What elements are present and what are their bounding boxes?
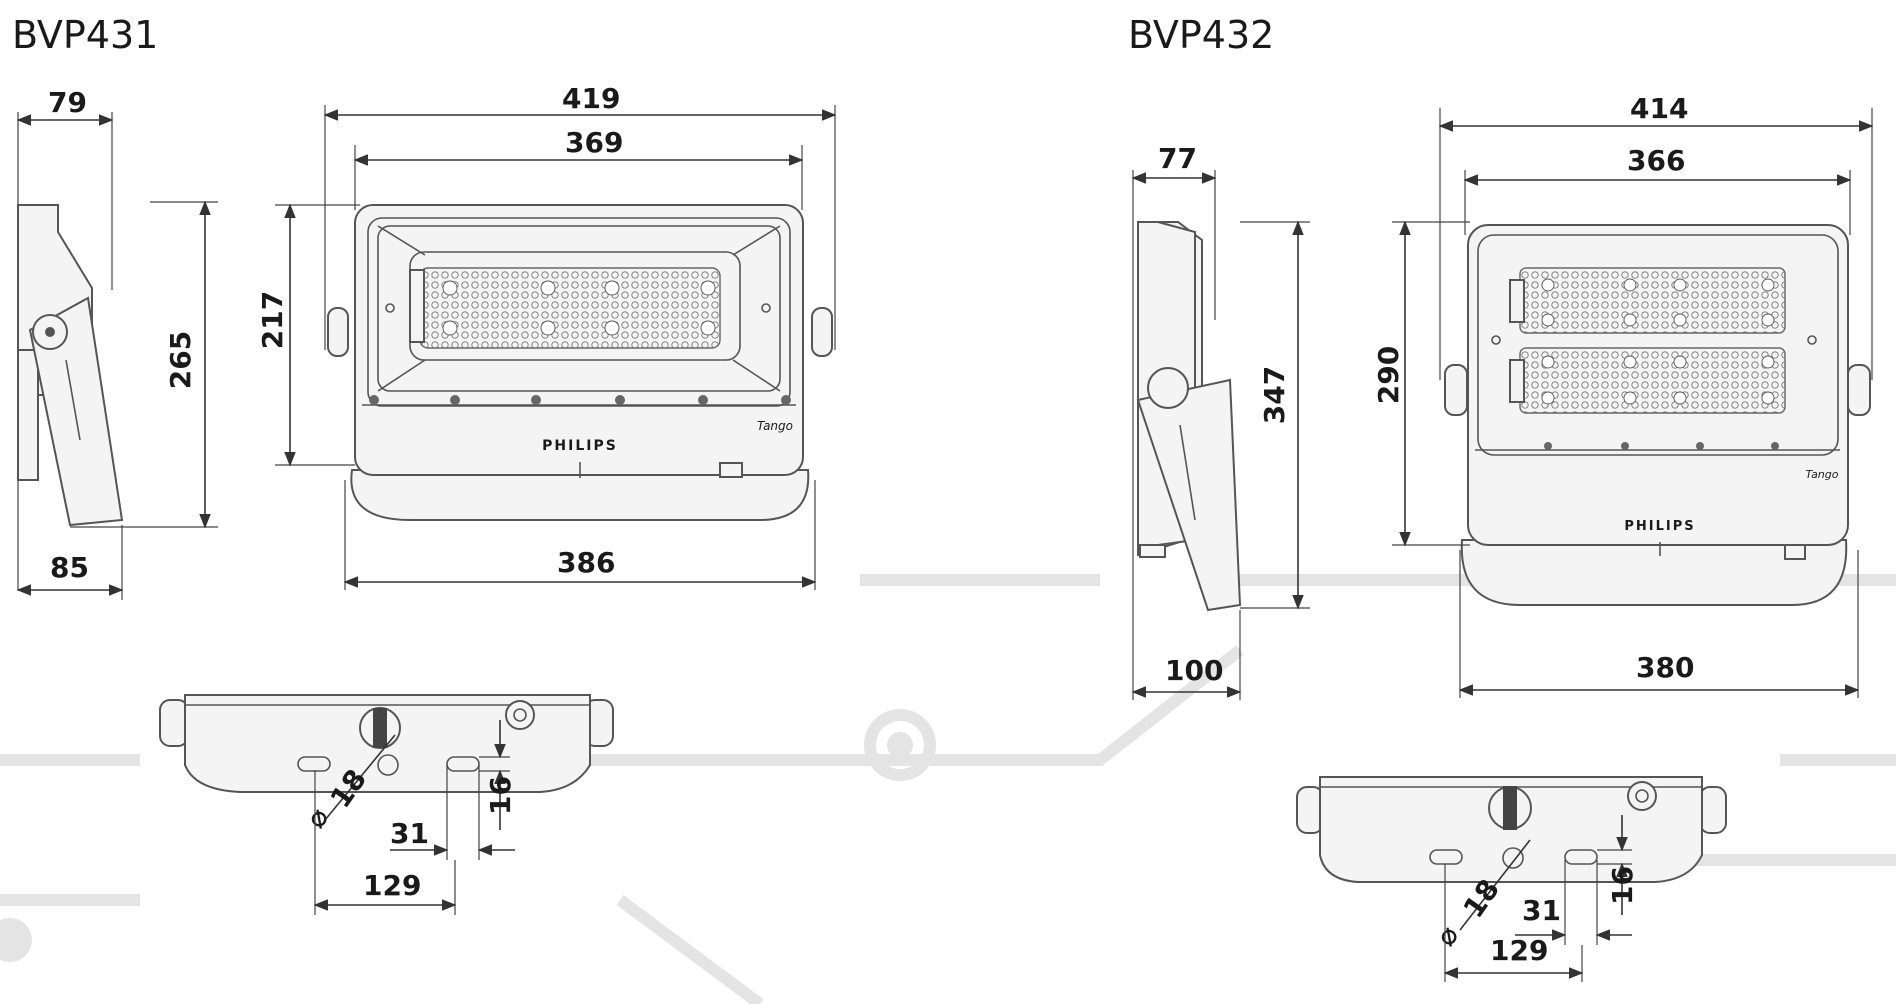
bvp431-drawing: BVP431 79 265 85 419 <box>12 13 837 915</box>
bvp431-bottom-width: 386 <box>557 546 615 579</box>
bvp432-hole-diameter-symbol: ⌀ <box>1429 919 1466 952</box>
bvp431-side-bottom-depth: 85 <box>50 551 89 584</box>
bvp432-bottom-view: ⌀ 18 31 16 129 <box>1296 776 1727 982</box>
bvp431-slot-width: 31 <box>390 817 429 850</box>
bvp432-side-top-depth: 77 <box>1158 142 1197 175</box>
bvp432-drawing: BVP432 77 347 100 414 <box>1128 13 1874 982</box>
bvp432-hole-spacing: 129 <box>1490 934 1548 967</box>
bvp432-brand-label: PHILIPS <box>1624 519 1695 534</box>
bvp431-side-top-depth: 79 <box>48 86 87 119</box>
bvp432-inner-width: 366 <box>1627 144 1685 177</box>
bvp432-side-bottom-depth: 100 <box>1165 654 1223 687</box>
bvp432-slot-width: 31 <box>1522 894 1561 927</box>
bvp432-side-view: 77 347 100 <box>1131 142 1310 700</box>
bvp431-inner-width: 369 <box>565 126 623 159</box>
bvp432-front-view: 414 366 PHILIPS <box>1372 92 1874 698</box>
bvp431-front-height: 217 <box>256 291 289 349</box>
bvp431-hole-diameter-symbol: ⌀ <box>299 801 336 834</box>
bvp431-bottom-view: ⌀ 18 31 16 129 <box>159 694 614 915</box>
bvp431-side-height: 265 <box>164 331 197 389</box>
bvp431-model-label: Tango <box>757 419 793 433</box>
bvp431-slot-height: 16 <box>484 776 517 815</box>
background-circuit-traces <box>0 574 1896 1004</box>
bvp432-overall-width: 414 <box>1630 92 1688 125</box>
bvp432-side-height: 347 <box>1258 366 1291 424</box>
bvp431-front-view: 419 369 PHILIPS Tan <box>256 82 837 590</box>
bvp431-overall-width: 419 <box>562 82 620 115</box>
bvp431-hole-spacing: 129 <box>363 869 421 902</box>
bvp431-side-view: 79 265 85 <box>16 86 218 600</box>
bvp432-front-height: 290 <box>1372 346 1405 404</box>
bvp431-brand-label: PHILIPS <box>542 438 618 454</box>
bvp432-bottom-width: 380 <box>1636 651 1694 684</box>
bvp432-slot-height: 16 <box>1606 866 1639 905</box>
bvp432-title: BVP432 <box>1128 13 1274 57</box>
bvp431-title: BVP431 <box>12 13 158 57</box>
bvp432-model-label: Tango <box>1806 468 1839 481</box>
